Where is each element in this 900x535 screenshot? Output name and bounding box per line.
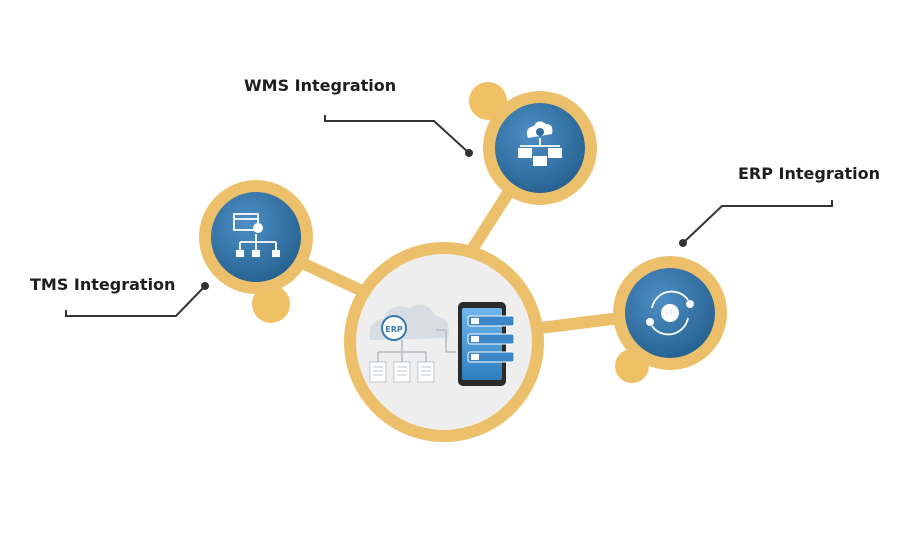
connector-dot-wms	[465, 149, 473, 157]
connector-wms	[324, 115, 470, 154]
tms-label: TMS Integration	[30, 275, 176, 294]
branch-erp	[534, 312, 626, 334]
tms-node	[199, 180, 313, 294]
label-connectors	[65, 115, 833, 317]
mobile-app-icon	[458, 302, 515, 386]
gear-cycle-analytics-icon	[646, 290, 694, 336]
center-node: ERP	[344, 242, 544, 442]
wms-node	[483, 91, 597, 205]
wms-label: WMS Integration	[244, 76, 397, 95]
workflow-gear-icon	[233, 213, 280, 257]
erp-label: ERP Integration	[738, 164, 881, 183]
connector-dot-erp	[679, 239, 687, 247]
branch-wms	[462, 184, 516, 262]
connector-erp	[682, 200, 833, 244]
decor-dot-tms	[252, 285, 290, 323]
erp-node	[613, 256, 727, 370]
erp-badge-text: ERP	[385, 325, 403, 334]
branch-connectors	[294, 184, 626, 334]
cloud-gear-network-icon	[518, 121, 562, 166]
erp-cloud-icon: ERP	[369, 304, 456, 383]
connector-dot-tms	[201, 282, 209, 290]
connector-tms	[65, 285, 206, 317]
branch-tms	[294, 256, 366, 296]
